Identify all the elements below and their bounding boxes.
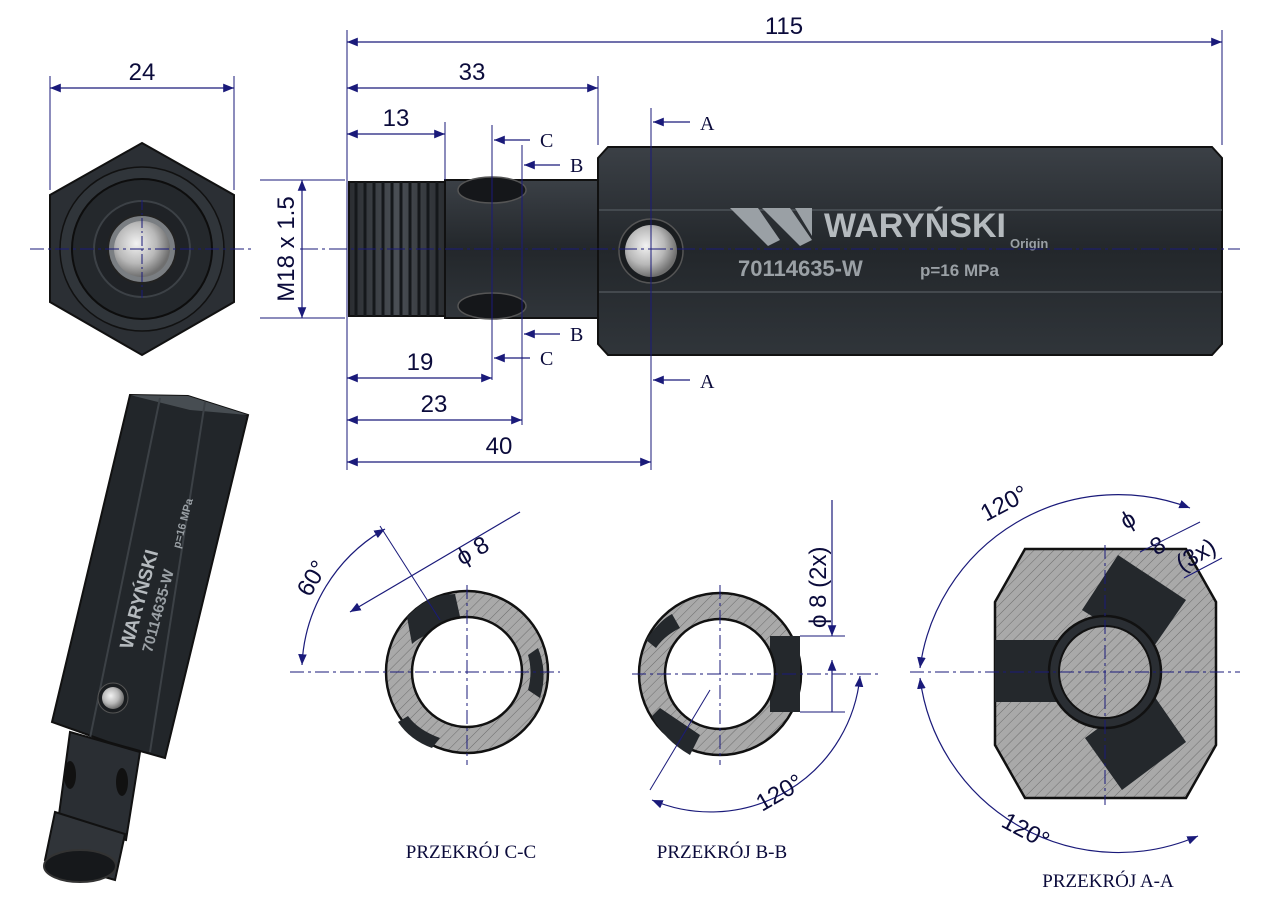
section-mark-a-bottom: A (700, 371, 715, 393)
dim-total-length: 115 (765, 13, 803, 40)
section-mark-b-top: B (570, 155, 583, 177)
body-part-number: 70114635-W (738, 256, 863, 281)
section-aa: 120° 120° ϕ 8 (3x) PRZEKRÓJ A-A (910, 480, 1240, 892)
section-mark-c-top: C (540, 130, 553, 152)
waryski-logo-icon (730, 208, 812, 246)
aa-angle-top: 120° (976, 480, 1033, 527)
side-view: WARYŃSKI Origin 70114635-W p=16 MPa (260, 13, 1240, 470)
isometric-view: WARYŃSKI 70114635-W p=16 MPa (43, 393, 250, 883)
dim-hex-width: 24 (129, 59, 156, 86)
dim-13: 13 (383, 105, 410, 132)
dim-thread: M18 x 1.5 (273, 196, 300, 301)
dim-40: 40 (486, 433, 513, 460)
body-origin-text: Origin (1010, 236, 1048, 251)
section-mark-c-bottom: C (540, 348, 553, 370)
dim-33: 33 (459, 59, 486, 86)
bb-hole-diameter: ϕ 8 (2x) (805, 547, 832, 628)
aa-hole-symbol: ϕ (1116, 505, 1141, 535)
bb-caption: PRZEKRÓJ B-B (657, 841, 787, 863)
dim-23: 23 (421, 391, 448, 418)
section-bb: ϕ 8 (2x) 120° PRZEKRÓJ B-B (632, 500, 880, 863)
section-mark-a-top: A (700, 113, 715, 135)
dim-19: 19 (407, 349, 434, 376)
bb-angle: 120° (752, 769, 808, 817)
aa-caption: PRZEKRÓJ A-A (1042, 870, 1174, 892)
cc-hole-diameter: ϕ 8 (452, 531, 494, 571)
end-view: 24 (30, 59, 254, 357)
cc-angle: 60° (292, 556, 334, 601)
aa-angle-bottom: 120° (997, 807, 1054, 854)
body-brand-text: WARYŃSKI (824, 207, 1006, 245)
section-cc: 60° ϕ 8 PRZEKRÓJ C-C (290, 511, 560, 863)
cc-caption: PRZEKRÓJ C-C (406, 841, 536, 863)
section-mark-b-bottom: B (570, 324, 583, 346)
body-pressure: p=16 MPa (920, 261, 999, 280)
